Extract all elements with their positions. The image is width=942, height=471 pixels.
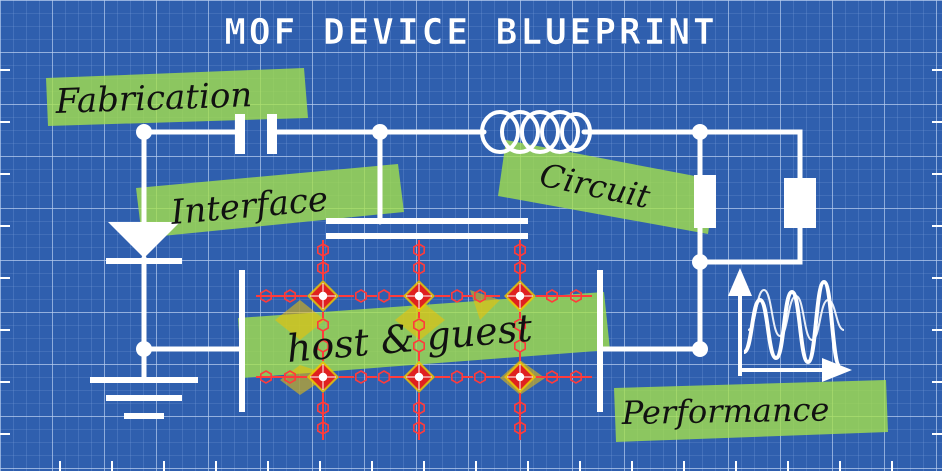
electrode-plates: [239, 218, 603, 412]
label-performance: Performance: [620, 390, 829, 432]
graph-y-arrow-icon: [728, 268, 752, 296]
graph-x-arrow-icon: [822, 358, 852, 382]
resistor-left: [694, 175, 716, 228]
oscillation-signal: [742, 279, 842, 368]
capacitor-symbol: [235, 114, 277, 154]
label-fabrication: Fabrication: [54, 75, 253, 122]
circuit-highlight: [498, 140, 716, 234]
oscillation-signal-secondary: [747, 288, 845, 342]
label-highlights: [46, 68, 888, 442]
blueprint-title: MOF DEVICE BLUEPRINT: [224, 12, 717, 53]
mof-framework: [256, 240, 592, 440]
inductor-coil-symbol: [480, 110, 592, 154]
performance-graph: [728, 268, 852, 382]
performance-highlight: [614, 380, 888, 442]
ground-symbol: [90, 377, 198, 419]
fabrication-highlight: [46, 68, 308, 126]
resistor-right: [784, 178, 816, 228]
interface-highlight: [136, 164, 404, 238]
junction-dots: [136, 124, 708, 357]
ruler-ticks: [0, 69, 942, 471]
diode-symbol: [106, 222, 182, 264]
